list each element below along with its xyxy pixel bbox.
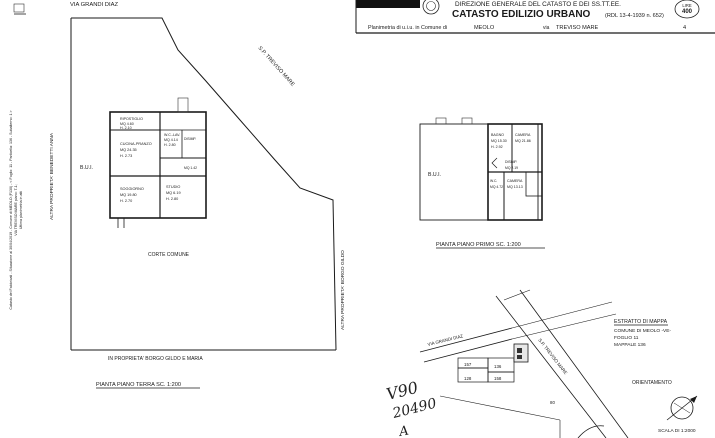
room-area: MQ 19.80 <box>120 193 137 197</box>
room-area: MQ 24.35 <box>120 148 137 152</box>
room-name: SOGGIORNO <box>120 187 144 191</box>
handwritten-letter: A <box>397 424 410 438</box>
room-name: CUCINA-PRANZO <box>120 142 152 146</box>
room-height: H. 2.80 <box>166 197 178 201</box>
margin-line-1: Catasto dei Fabbricati - Situazione al 3… <box>9 110 13 309</box>
directorate-text: DIREZIONE GENERALE DEL CATASTO E DEI SS.… <box>455 1 621 8</box>
room-name: CAMERA <box>507 179 523 183</box>
comune-name: MEOLO <box>474 25 495 31</box>
room-height: H. 2.70 <box>120 199 132 203</box>
margin-line-3: Ultima planimetria in atti <box>19 191 23 230</box>
room-area: MQ 4.14 <box>164 138 178 142</box>
plan-prefix: Planimetria di u.i.u. in Comune di <box>368 25 447 31</box>
margin-line-2: VIA TREVISO MARE piano: T-1; <box>14 184 18 236</box>
room-height: H. 2.10 <box>120 126 132 130</box>
room-name: BAGNO <box>491 133 504 137</box>
room-name: STUDIO <box>166 185 180 189</box>
via-name: TREVISO MARE <box>556 25 599 31</box>
first-bui-label: B.U.I. <box>428 172 441 178</box>
margin-annotation: Catasto dei Fabbricati - Situazione al 3… <box>9 110 23 309</box>
room-area: MQ 6.19 <box>166 191 181 195</box>
room-area: MQ 2.19 <box>505 166 518 170</box>
map-comune: COMUNE DI MEOLO -VE- <box>614 328 671 334</box>
parcel-number: 128 <box>464 376 472 381</box>
parcel-number: 158 <box>494 376 502 381</box>
parcel-number: 157 <box>464 362 472 367</box>
civic-number: 4 <box>683 25 686 31</box>
bottom-border-label: IN PROPRIETA' BORGO GILDO E MARIA <box>108 356 203 362</box>
room-area: MQ 1.42 <box>184 166 197 170</box>
law-reference: (RDL 13-4-1939 n. 652) <box>605 13 664 19</box>
map-mappale: MAPPALE 136 <box>614 342 646 348</box>
ground-floor-caption: PIANTA PIANO TERRA SC. 1:200 <box>96 382 181 388</box>
map-foglio: FOGLIO 11 <box>614 335 639 341</box>
room-height: H. 2.73 <box>120 154 132 158</box>
left-border-label: ALTRA PROPRIETA' BENEDETTI ANNA <box>49 132 55 220</box>
room-height: H. 2.92 <box>491 145 503 149</box>
fee-stamp <box>674 0 700 19</box>
map-title: ESTRATTO DI MAPPA <box>614 319 668 325</box>
room-name: DISIMP. <box>184 137 196 141</box>
room-area: MQ 4.60 <box>120 122 134 126</box>
court-label: CORTE COMUNE <box>148 252 190 258</box>
orientation-label: ORIENTAMENTO <box>632 380 672 386</box>
room-height: H. 2.80 <box>164 143 176 147</box>
via-prefix: via <box>543 25 550 31</box>
parcel-number: 136 <box>494 364 502 369</box>
fee-label: LIRE <box>682 3 692 8</box>
room-name: W.C.-LAV. <box>164 133 180 137</box>
first-floor-caption: PIANTA PIANO PRIMO SC. 1:200 <box>436 242 521 248</box>
room-area: MQ 13.13 <box>507 185 523 189</box>
compass-icon <box>666 395 698 421</box>
ground-bui-label: B.U.I. <box>80 165 93 171</box>
room-name: DISIMP. <box>505 160 517 164</box>
header-stamp: DIREZIONE GENERALE DEL CATASTO E DEI SS.… <box>355 0 715 34</box>
right-border-label: ALTRA PROPRIETA' BORGO GILDO <box>340 250 346 330</box>
map-scale: SCALA DI 1:2000 <box>658 428 696 434</box>
room-name: RIPOSTIGLIO <box>120 117 143 121</box>
street-top-label: VIA GRANDI DIAZ <box>70 2 118 8</box>
fee-value: 400 <box>682 9 693 15</box>
emblem-icon <box>422 0 440 15</box>
room-area: MQ 15.30 <box>491 139 507 143</box>
room-name: W.C. <box>490 179 497 183</box>
room-area: MQ 4.72 <box>490 185 503 189</box>
parcel-number: 80 <box>550 400 555 405</box>
first-floor-plan: B.U.I. BAGNO MQ 15.30 H. 2.92 CAMERA MQ … <box>419 117 545 249</box>
cadastre-title: CATASTO EDILIZIO URBANO <box>452 9 591 20</box>
room-area: MQ 21.86 <box>515 139 531 143</box>
room-name: CAMERA <box>515 133 531 137</box>
